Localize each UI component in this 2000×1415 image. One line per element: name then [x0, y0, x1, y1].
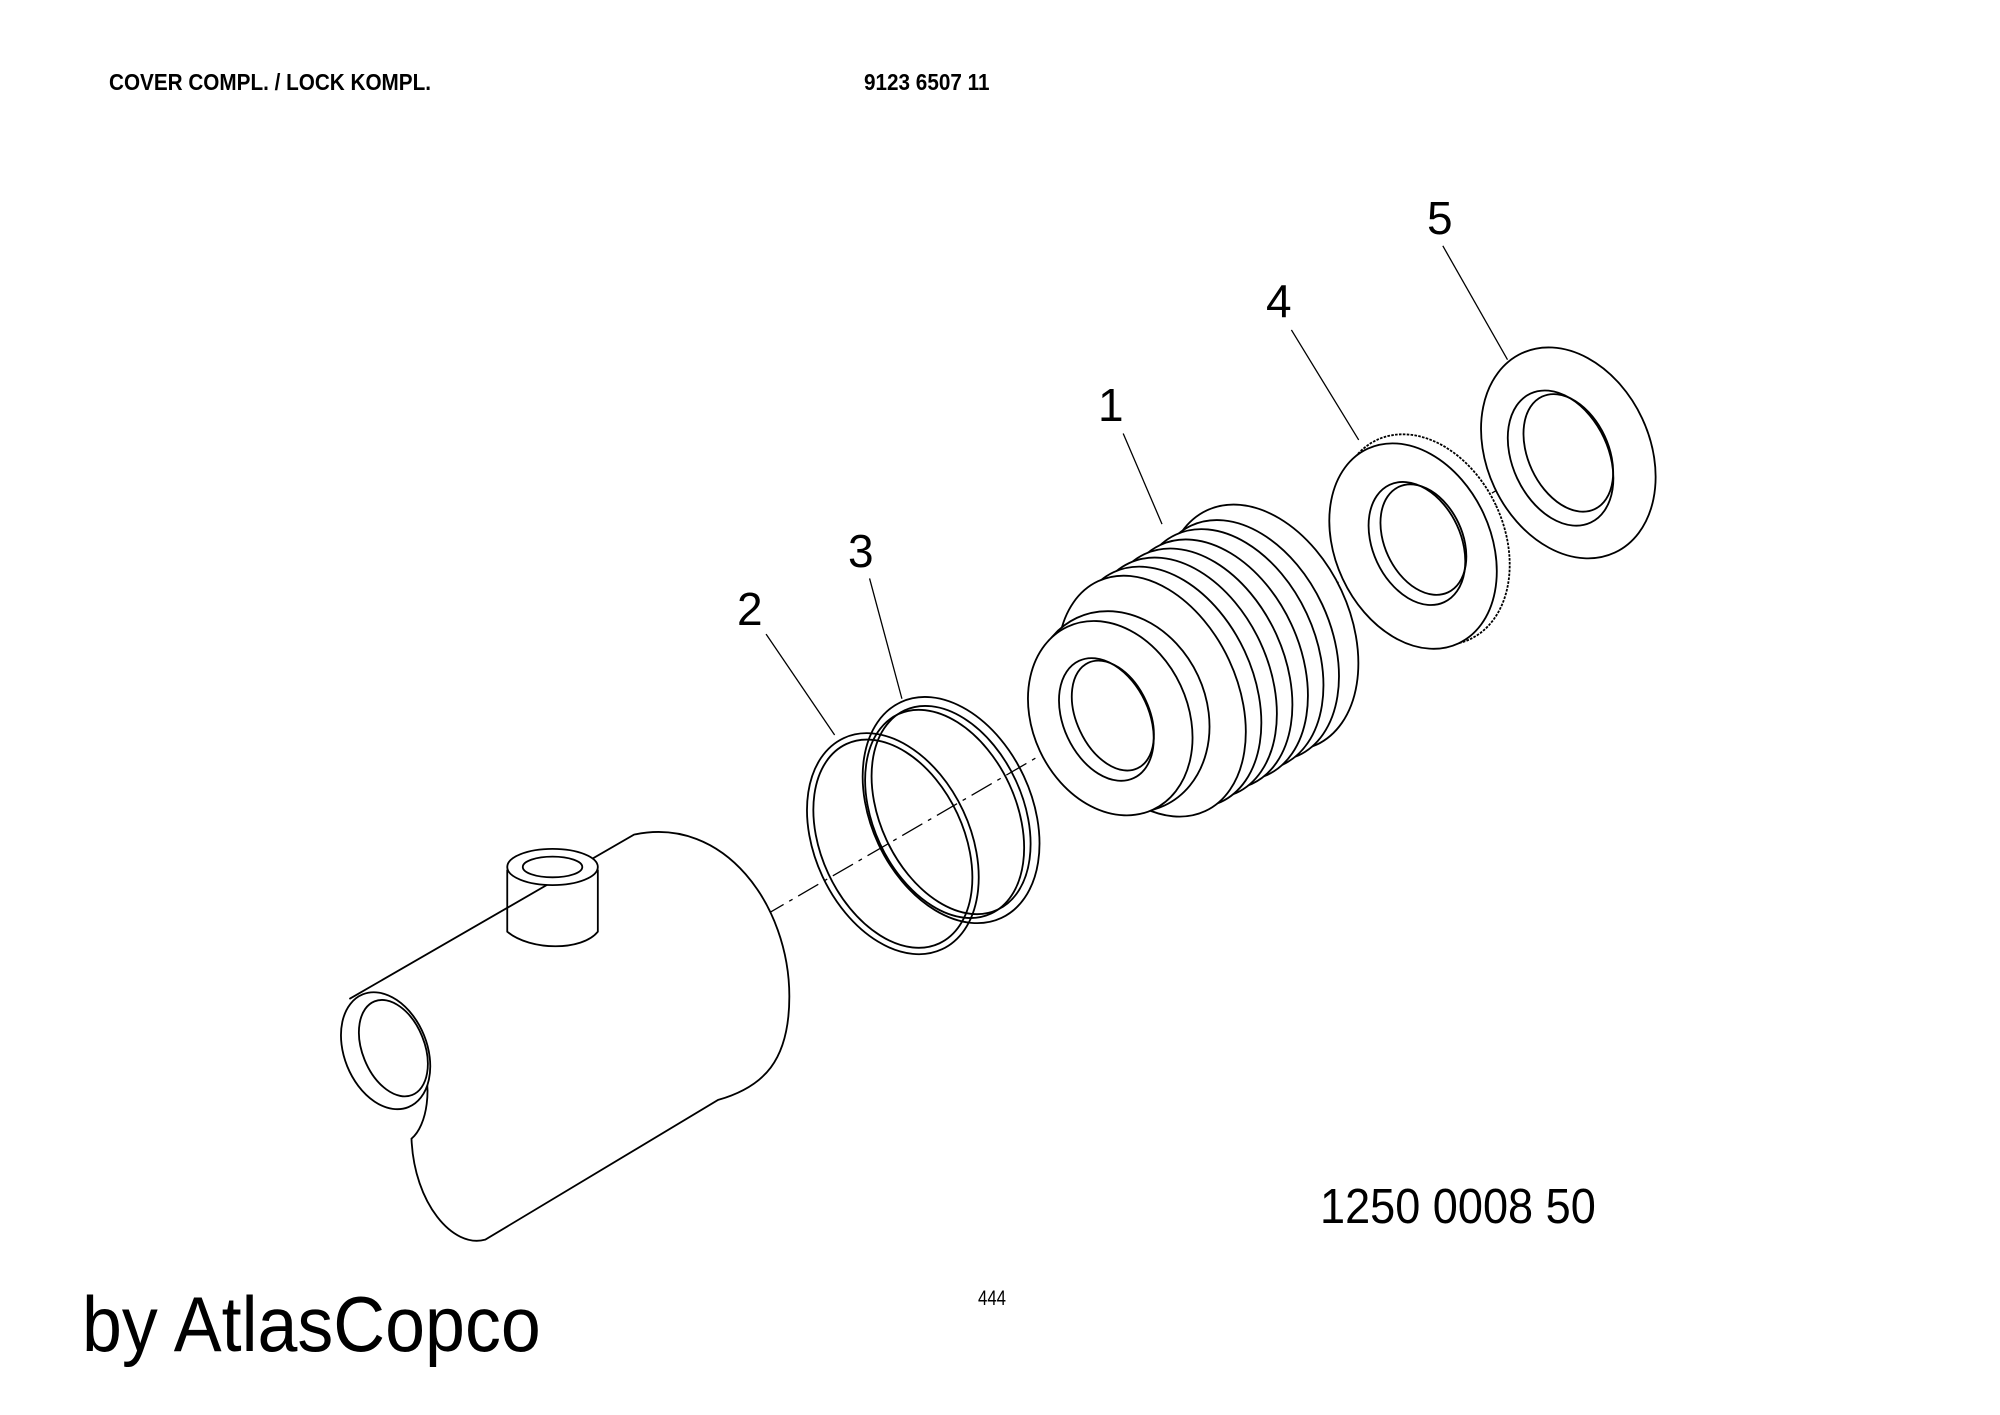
assembly-title: COVER COMPL. / LOCK KOMPL.: [109, 69, 432, 95]
callout-3: 3: [848, 525, 874, 577]
callout-1: 1: [1098, 379, 1124, 431]
leader-4: [1290, 329, 1360, 441]
assembly-part-number: 9123 6507 11: [864, 69, 990, 95]
drawing-number: 1250 0008 50: [1320, 1180, 1596, 1234]
watermark: by AtlasCopco: [82, 1280, 541, 1368]
callout-5: 5: [1427, 192, 1453, 244]
o-ring-2: [806, 732, 980, 956]
cylinder-housing: [340, 831, 791, 1242]
callout-4: 4: [1266, 275, 1292, 327]
ring-4: [1328, 433, 1511, 650]
leader-5: [1442, 245, 1509, 361]
threaded-cover-1: [1027, 503, 1360, 818]
ring-5: [1480, 346, 1657, 560]
page-number: 444: [978, 1287, 1007, 1310]
leader-2: [765, 633, 836, 736]
leader-3: [868, 578, 903, 699]
callout-2: 2: [737, 583, 763, 635]
leader-1: [1122, 433, 1163, 525]
backup-ring-3: [861, 696, 1041, 925]
